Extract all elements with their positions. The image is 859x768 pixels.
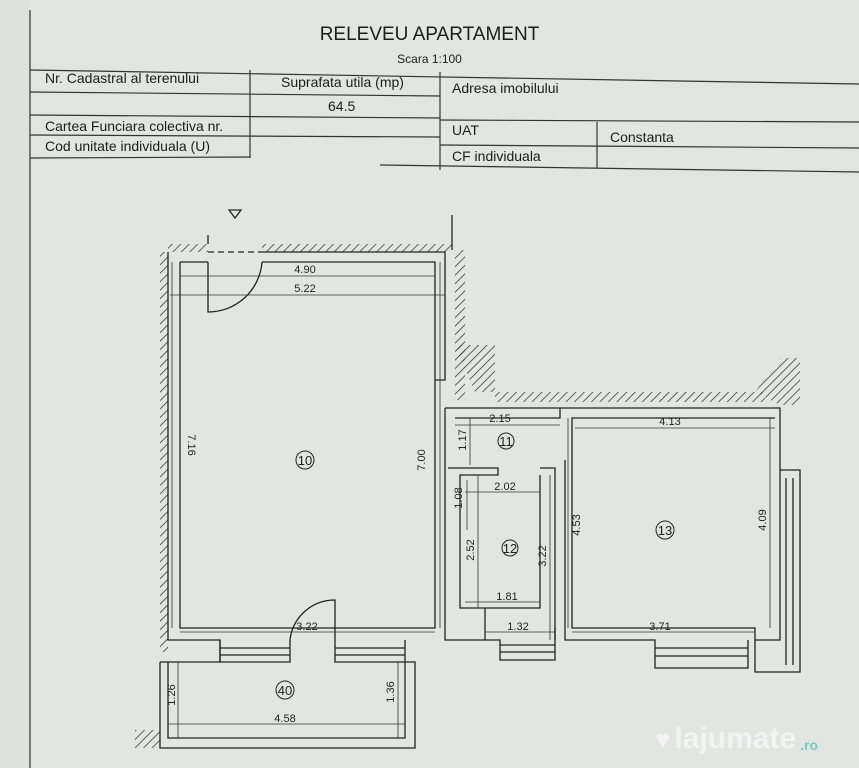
dim-2.15: 2.15: [489, 413, 510, 425]
hatched-walls: [135, 244, 800, 748]
unit-code-label: Cod unitate individuala (U): [45, 138, 210, 154]
dimension-labels: 4.90 5.22 7.16 7.00 2.15 4.13 1.17 2.02 …: [166, 264, 769, 725]
dim-4.53: 4.53: [571, 514, 583, 535]
dimension-lines: [168, 262, 775, 738]
room-11: 11: [499, 434, 513, 449]
dim-3.71: 3.71: [649, 621, 670, 633]
dim-3.22: 3.22: [296, 621, 317, 633]
cadastral-label: Nr. Cadastral al terenului: [45, 70, 200, 86]
document-title: RELEVEU APARTAMENT: [319, 24, 540, 45]
dim-3.22-vertical: 3.22: [537, 545, 549, 566]
cf-individual-label: CF individuala: [452, 148, 541, 164]
room-12: 12: [503, 541, 517, 556]
walls: [159, 209, 801, 749]
room-10: 10: [298, 453, 312, 468]
address-label: Adresa imobilului: [452, 80, 559, 96]
dim-1.36: 1.36: [385, 681, 397, 702]
watermark-brand: lajumate: [674, 722, 797, 755]
uat-label: UAT: [452, 122, 479, 138]
watermark-tld: .ro: [800, 737, 819, 753]
dim-4.90: 4.90: [294, 264, 315, 276]
uat-value: Constanta: [610, 129, 674, 145]
room-40: 40: [278, 683, 292, 698]
area-value: 64.5: [328, 98, 356, 114]
dim-1.81: 1.81: [496, 591, 517, 603]
scale-label: Scara 1:100: [397, 52, 462, 66]
dim-2.02: 2.02: [494, 481, 515, 493]
room-labels: 10 11 12 13 40: [275, 432, 675, 700]
dim-2.52: 2.52: [465, 539, 477, 560]
room-13: 13: [658, 523, 672, 538]
area-label: Suprafata utila (mp): [281, 74, 404, 90]
dim-4.58: 4.58: [274, 713, 295, 725]
handshake-icon: ♥: [655, 723, 671, 754]
dim-5.22: 5.22: [294, 283, 315, 295]
dim-1.17: 1.17: [457, 429, 469, 450]
dim-4.13: 4.13: [659, 416, 680, 428]
dim-4.09: 4.09: [757, 509, 769, 530]
dim-1.32: 1.32: [507, 621, 528, 633]
dim-1.26: 1.26: [166, 684, 178, 705]
dim-7.16: 7.16: [185, 434, 197, 455]
watermark-logo: ♥ lajumate.ro: [655, 722, 818, 756]
cf-collective-label: Cartea Funciara colectiva nr.: [45, 118, 224, 134]
dim-7.00: 7.00: [416, 449, 428, 470]
dim-1.08: 1.08: [453, 487, 465, 508]
